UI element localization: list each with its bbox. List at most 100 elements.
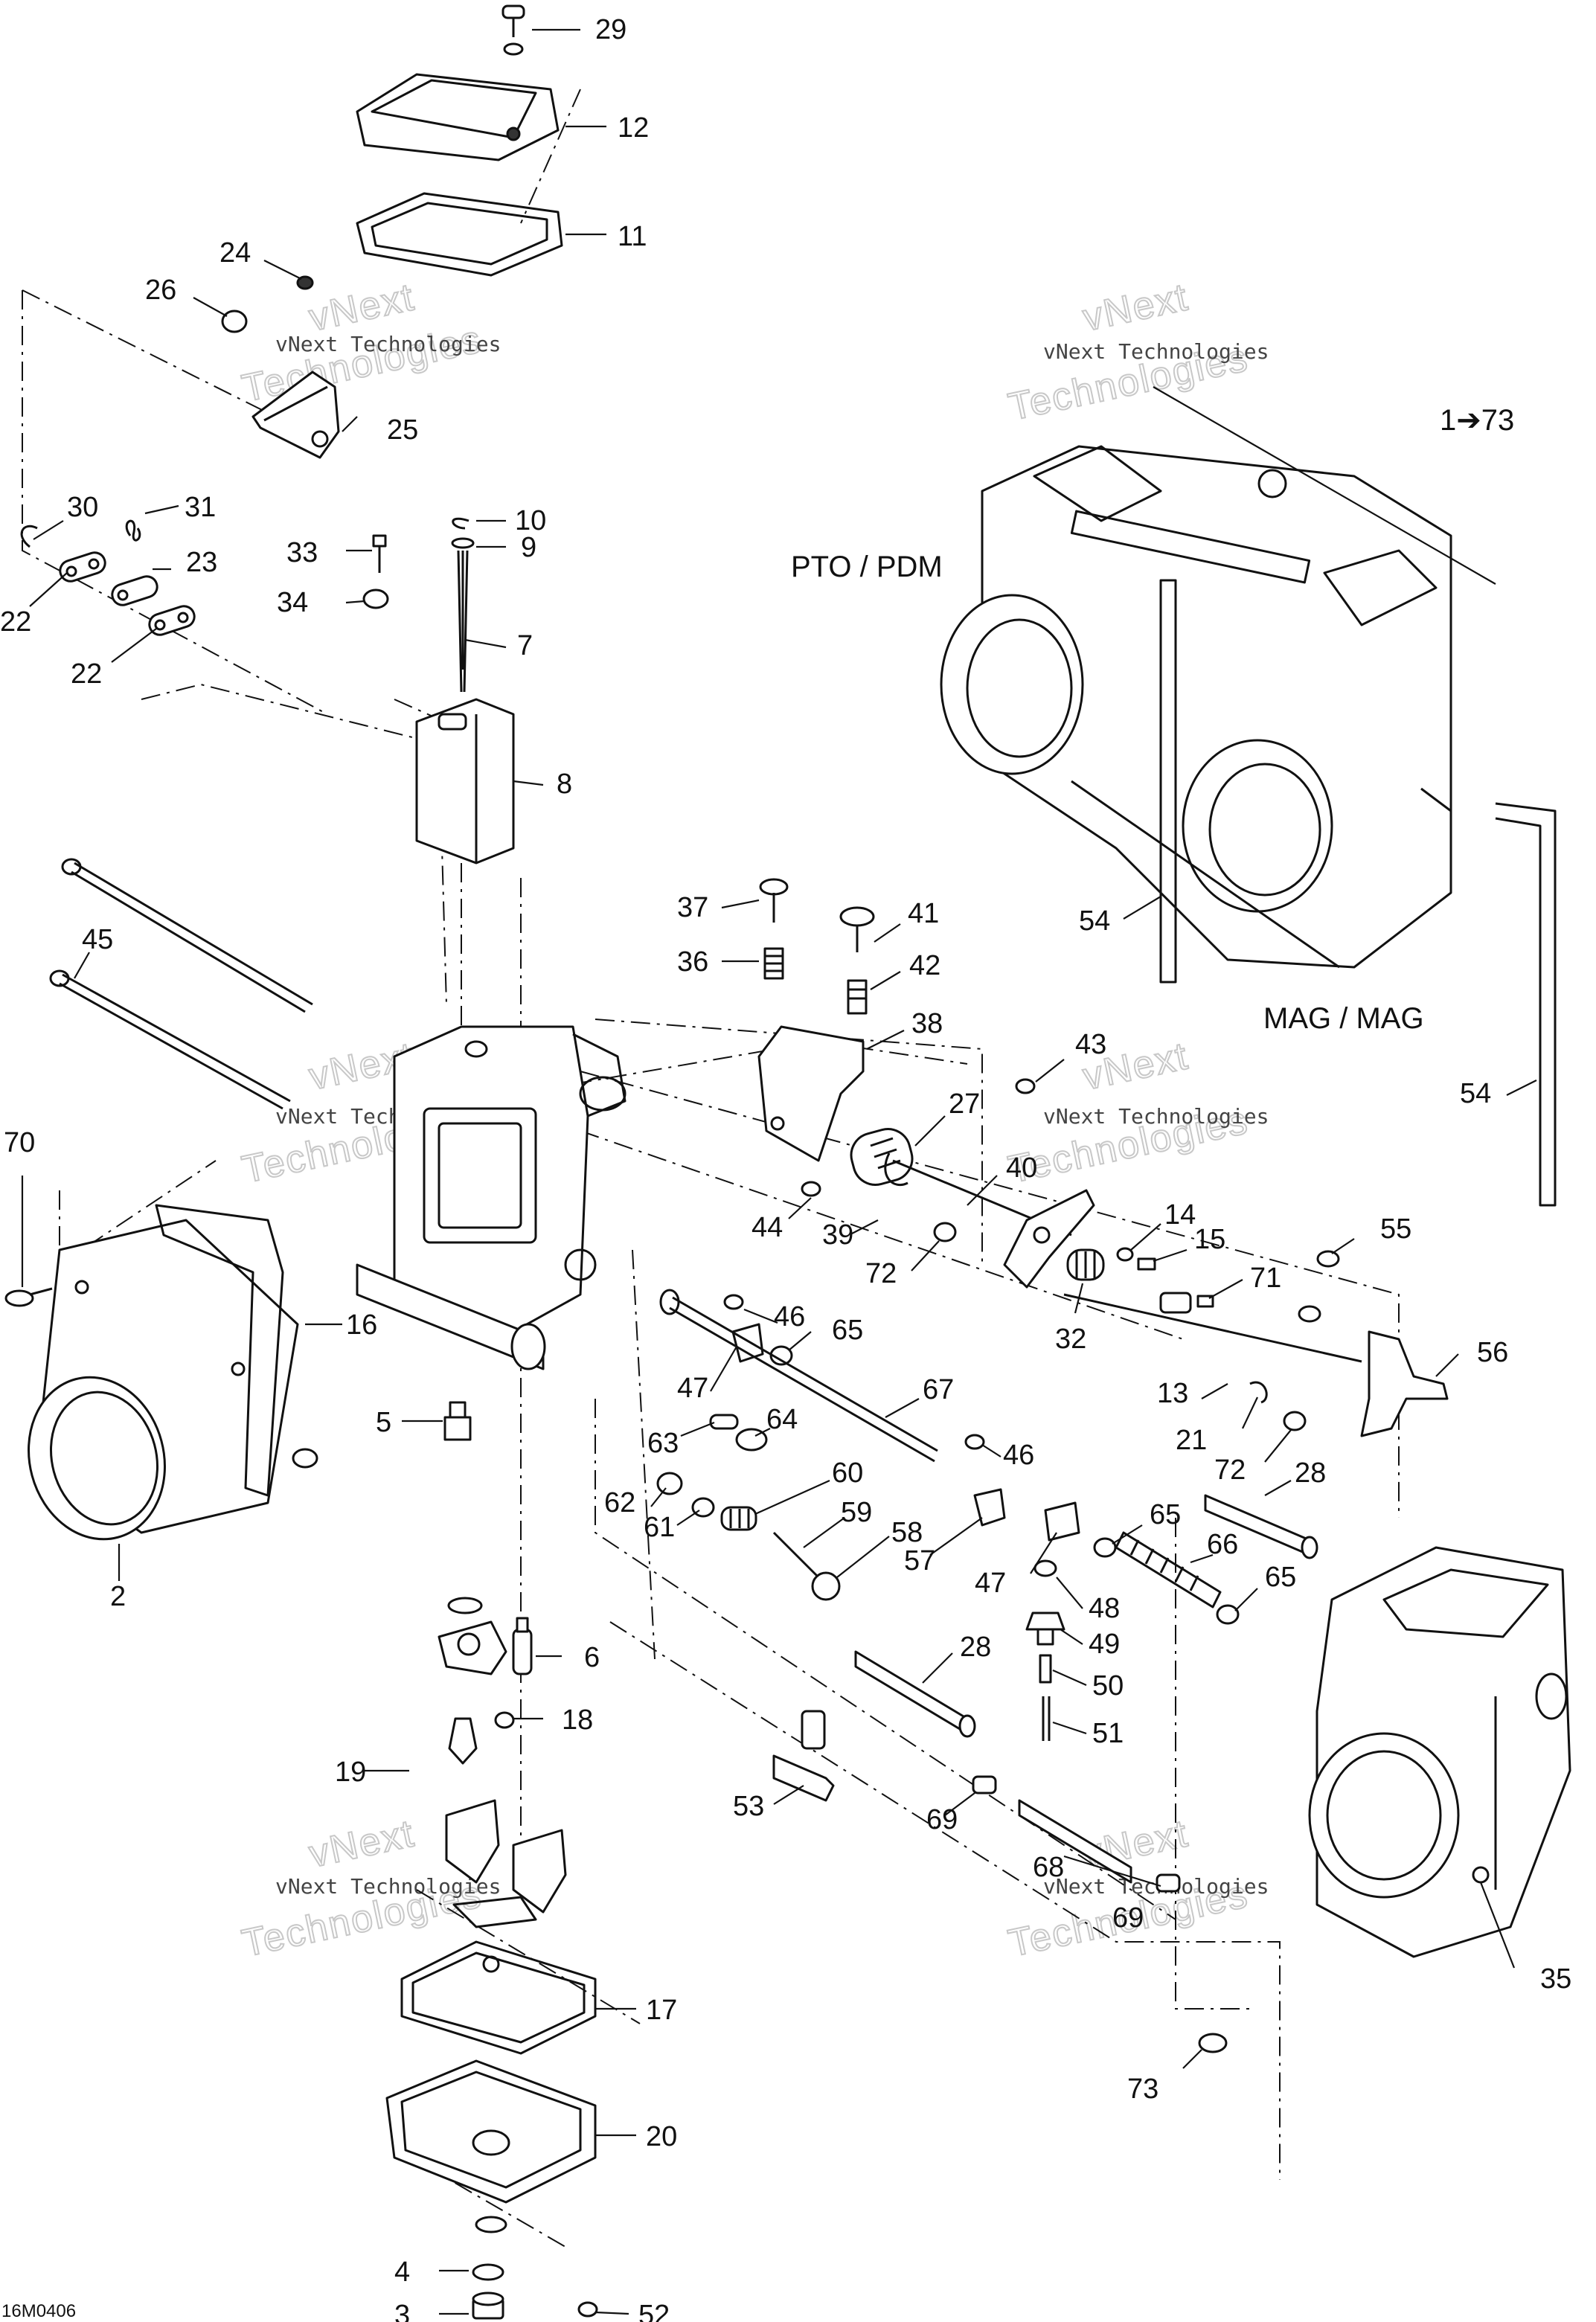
gasket-17: [400, 1940, 597, 2055]
callout-17: 17: [646, 1995, 677, 2026]
leader-lines: [21, 28, 1537, 2315]
callout-58: 58: [891, 1517, 923, 1548]
callout-65: 65: [832, 1315, 863, 1346]
callout-67: 67: [923, 1374, 954, 1405]
mag-label: MAG / MAG: [1263, 1002, 1424, 1035]
callout-49: 49: [1089, 1629, 1120, 1660]
parts-illustrations: [4, 4, 1571, 2320]
callout-14: 14: [1164, 1199, 1196, 1231]
callout-7: 7: [517, 630, 533, 661]
screw-24: [296, 275, 314, 290]
needle-19: [448, 1717, 478, 1765]
callout-69: 69: [926, 1804, 958, 1835]
callout-18: 18: [562, 1704, 593, 1736]
knob-58: [811, 1571, 841, 1601]
link-22a: [59, 551, 106, 583]
oring-19: [447, 1597, 483, 1614]
cap-73: [1198, 2033, 1228, 2053]
bolt-45b: [49, 969, 291, 1110]
cam-27: [850, 1128, 914, 1186]
callout-3: 3: [394, 2300, 410, 2322]
callout-51: 51: [1092, 1718, 1124, 1749]
callout-5: 5: [376, 1407, 391, 1438]
callout-70: 70: [4, 1127, 35, 1158]
callout-11: 11: [618, 221, 647, 252]
callout-15: 15: [1194, 1224, 1225, 1255]
needle-51: [1042, 1696, 1051, 1741]
spring-39: [884, 1152, 908, 1187]
callout-30: 30: [67, 492, 98, 523]
screw-46a: [723, 1294, 744, 1310]
callout-68: 68: [1033, 1852, 1064, 1883]
top-cover-12: [356, 73, 560, 161]
watermark-brand: vNext: [305, 1812, 418, 1876]
link-23: [111, 575, 158, 606]
callout-46: 46: [774, 1301, 805, 1332]
callout-54: 54: [1460, 1078, 1491, 1109]
callout-42: 42: [909, 950, 940, 981]
callout-60: 60: [832, 1457, 863, 1489]
washer-9: [451, 537, 475, 549]
callout-61: 61: [644, 1512, 675, 1543]
callout-65: 65: [1265, 1562, 1296, 1593]
callout-38: 38: [911, 1008, 943, 1039]
bracket-47a: [731, 1323, 764, 1363]
bracket-38: [757, 1025, 865, 1162]
callout-47: 47: [975, 1568, 1006, 1599]
callout-26: 26: [145, 275, 176, 306]
intake-2: [28, 1219, 299, 1541]
spring-66: [1115, 1531, 1222, 1609]
callout-69: 69: [1112, 1902, 1144, 1934]
bracket-57: [973, 1488, 1006, 1527]
carb-35: [1308, 1546, 1571, 1958]
callout-29: 29: [595, 14, 626, 45]
watermark-brand: vNext: [1079, 275, 1192, 339]
callout-20: 20: [646, 2121, 677, 2152]
callout-66: 66: [1207, 1529, 1238, 1560]
callout-44: 44: [751, 1212, 783, 1243]
clip-30: [20, 525, 38, 548]
slide-8: [415, 698, 515, 865]
callout-45: 45: [82, 924, 113, 955]
spring-50: [1039, 1654, 1052, 1684]
callout-16: 16: [346, 1309, 377, 1341]
float-bowl-20: [385, 2059, 597, 2233]
callout-24: 24: [219, 237, 251, 269]
screw-70: [4, 1287, 53, 1307]
carb-body: [356, 1025, 626, 1370]
callout-41: 41: [908, 898, 939, 929]
callout-21: 21: [1176, 1425, 1207, 1456]
gasket-11: [356, 192, 563, 277]
spring-15: [1137, 1257, 1156, 1271]
callout-34: 34: [277, 587, 308, 618]
clamp-69a: [972, 1775, 997, 1795]
watermark-company: vNext Technologies: [1043, 339, 1269, 364]
callout-13: 13: [1157, 1378, 1188, 1409]
jet-5: [443, 1401, 472, 1441]
spring-32: [1066, 1248, 1105, 1281]
callout-63: 63: [647, 1428, 679, 1459]
lever-40: [1003, 1189, 1095, 1289]
washer-72b: [1283, 1411, 1307, 1431]
callout-72: 72: [865, 1258, 897, 1289]
callout-50: 50: [1092, 1670, 1124, 1702]
callout-53: 53: [733, 1791, 764, 1822]
callout-8: 8: [557, 769, 572, 800]
hose-54: [1495, 802, 1557, 1207]
spring-42: [847, 979, 868, 1015]
watermark-brand: vNext: [305, 275, 418, 339]
watermark-company: vNext Technologies: [275, 332, 501, 356]
oring-62: [656, 1472, 683, 1495]
callout-59: 59: [841, 1497, 872, 1528]
callout-25: 25: [387, 414, 418, 446]
washer-34: [362, 588, 389, 609]
callout-23: 23: [186, 547, 217, 578]
float-19: [445, 1799, 567, 1928]
callout-54: 54: [1079, 905, 1110, 937]
bolt-45a: [61, 858, 313, 1013]
washer-72a: [933, 1222, 957, 1242]
screw-29: [501, 4, 525, 56]
callout-39: 39: [822, 1219, 853, 1251]
screw-55b: [1298, 1305, 1321, 1323]
